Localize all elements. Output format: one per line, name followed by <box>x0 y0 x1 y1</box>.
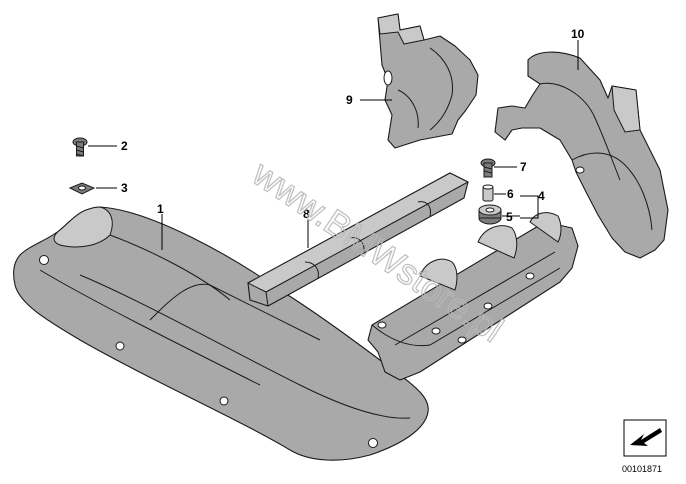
mounting-hole <box>368 438 378 448</box>
callout-4: 4 <box>538 189 545 203</box>
part-9-bracket <box>377 13 479 149</box>
corner-arrow-icon <box>623 419 667 457</box>
mounting-hole <box>39 255 49 265</box>
callout-5: 5 <box>506 210 513 224</box>
leader-4 <box>520 195 539 219</box>
callout-3: 3 <box>121 181 128 195</box>
mounting-hole <box>219 396 229 406</box>
leader-lines <box>88 40 579 250</box>
part-5-grommet <box>478 204 502 225</box>
part-1-engine-cover <box>13 206 429 461</box>
callout-7: 7 <box>520 160 527 174</box>
callout-labels: 1 2 3 4 5 6 7 8 9 10 <box>121 27 585 224</box>
part-6-sleeve <box>482 184 494 202</box>
diagram-id: 00101871 <box>622 464 662 474</box>
part-2-screw <box>72 137 88 157</box>
callout-8: 8 <box>303 207 310 221</box>
part-8-insulating-strip <box>246 172 470 307</box>
mounting-hole <box>115 341 125 351</box>
callout-6: 6 <box>507 187 514 201</box>
part-7-screw <box>480 158 496 178</box>
part-4-cover <box>367 212 579 381</box>
part-10-bracket <box>494 51 669 259</box>
callout-2: 2 <box>121 139 128 153</box>
callout-1: 1 <box>157 202 164 216</box>
part-3-clip <box>68 182 96 195</box>
callout-10: 10 <box>571 27 585 41</box>
callout-9: 9 <box>346 93 353 107</box>
